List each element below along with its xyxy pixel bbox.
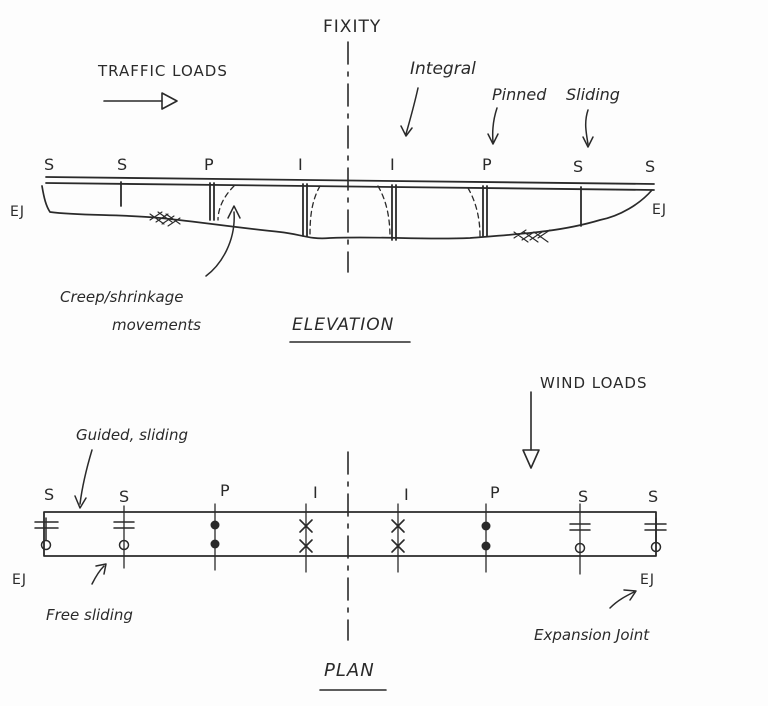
plan-ej-right: EJ <box>640 572 655 588</box>
ground-line <box>41 185 653 240</box>
elev-code-7: S <box>573 157 584 176</box>
creep-arrowhead-icon <box>227 205 241 219</box>
elevation-title: ELEVATION <box>292 315 394 335</box>
expansion-pointer-line <box>609 591 635 609</box>
pinned-label: Pinned <box>492 85 547 104</box>
bridge-deck <box>45 176 655 191</box>
wind-arrow-icon <box>522 391 540 469</box>
plan-code-7: S <box>578 487 589 506</box>
elev-code-2: S <box>117 155 128 174</box>
plan-support-lines <box>123 503 581 575</box>
guided-pointer-line <box>79 449 93 505</box>
traffic-loads-label: TRAFFIC LOADS <box>97 62 228 80</box>
plan-code-5: I <box>404 485 410 504</box>
elev-ej-left: EJ <box>10 204 25 220</box>
plan-deck-outline <box>43 511 657 557</box>
wind-loads-label: WIND LOADS <box>540 374 648 392</box>
integral-bearing-icon <box>391 519 405 553</box>
elev-ej-right: EJ <box>652 202 667 218</box>
plan-code-6: P <box>490 483 501 502</box>
creep-pointer-line <box>205 211 235 277</box>
integral-bearing-icon <box>299 519 313 553</box>
elev-code-8: S <box>645 157 656 176</box>
pinned-bearing-icon <box>481 521 491 551</box>
sliding-label: Sliding <box>566 85 620 104</box>
free-sliding-arrowhead-icon <box>95 563 107 575</box>
integral-arrowhead-icon <box>400 125 413 137</box>
guided-sliding-bearing-icon <box>34 517 59 551</box>
creep-label-line1: Creep/shrinkage <box>60 288 183 306</box>
plan-code-3: P <box>220 481 231 500</box>
pinned-pointer-line <box>491 107 498 143</box>
integral-label: Integral <box>410 59 476 79</box>
fixity-label: FIXITY <box>323 17 381 37</box>
plan-code-1: S <box>44 485 55 504</box>
pinned-bearing-icon <box>210 520 220 549</box>
pinned-arrowhead-icon <box>487 133 499 145</box>
piers <box>120 181 582 241</box>
expansion-arrowhead-icon <box>623 589 637 601</box>
free-sliding-pointer-line <box>91 565 105 585</box>
traffic-arrow-icon <box>103 92 178 110</box>
creep-deflection-curves <box>217 185 481 239</box>
guided-sliding-bearing-icon <box>569 523 591 554</box>
elev-code-4: I <box>298 155 304 174</box>
plan-code-4: I <box>313 483 319 502</box>
guided-sliding-label: Guided, sliding <box>76 426 188 444</box>
plan-title: PLAN <box>324 660 375 681</box>
guided-sliding-bearing-icon <box>644 517 667 553</box>
elev-code-6: P <box>482 155 493 174</box>
guided-arrowhead-icon <box>74 495 87 509</box>
plan-ej-left: EJ <box>12 572 27 588</box>
expansion-joint-label: Expansion Joint <box>534 626 650 644</box>
sliding-pointer-line <box>584 109 589 145</box>
elev-code-5: I <box>390 155 396 174</box>
ground-hatching <box>149 211 551 243</box>
integral-pointer-line <box>405 87 419 135</box>
plan-code-8: S <box>648 487 659 506</box>
guided-sliding-bearing-icon <box>113 521 135 551</box>
sliding-arrowhead-icon <box>582 136 594 148</box>
free-sliding-label: Free sliding <box>46 606 133 624</box>
elev-code-1: S <box>44 155 55 174</box>
elev-code-3: P <box>204 155 215 174</box>
plan-code-2: S <box>119 487 130 506</box>
creep-label-line2: movements <box>112 316 201 334</box>
